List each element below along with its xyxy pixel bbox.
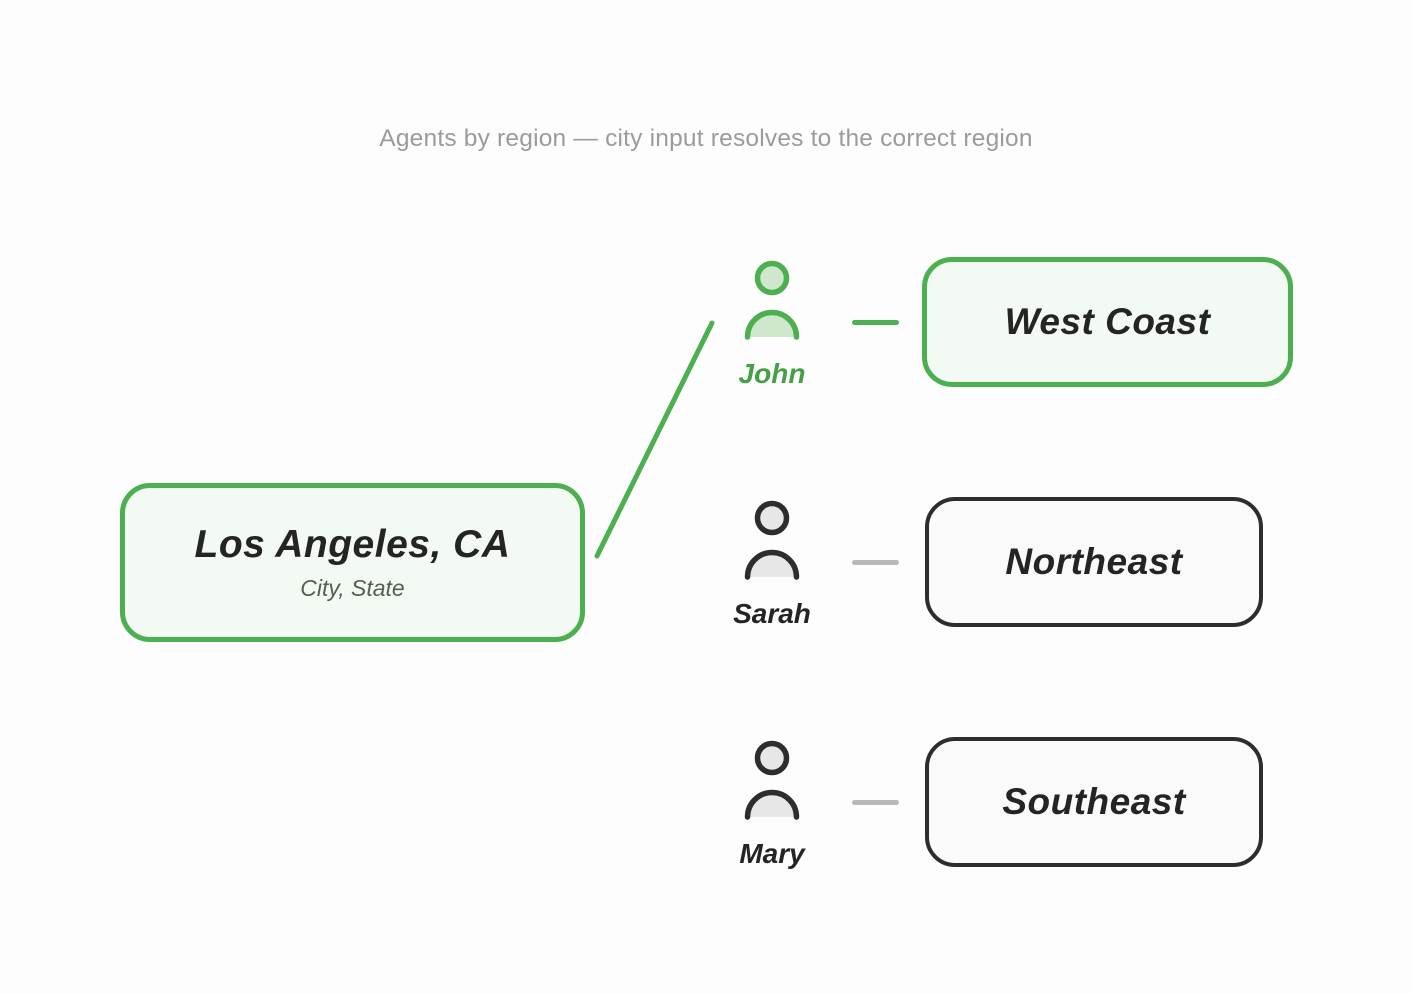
region-label: Northeast [1005, 541, 1183, 582]
person-icon [744, 740, 800, 820]
city-to-agent-edge [594, 320, 715, 559]
agent-region-connector-west [852, 320, 899, 325]
agent-region-connector-northeast [852, 560, 899, 565]
diagram-title: Agents by region — city input resolves t… [379, 125, 1033, 152]
region-label: West Coast [1004, 301, 1211, 342]
region-node-west-coast: West Coast [922, 257, 1293, 387]
region-label: Southeast [1002, 781, 1186, 822]
agent-name: John [738, 358, 806, 389]
agent-mary: Mary [712, 736, 832, 870]
agent-name: Mary [739, 838, 805, 869]
agent-name: Sarah [733, 598, 811, 629]
city-input-node: Los Angeles, CA City, State [120, 483, 585, 642]
agent-region-connector-southeast [852, 800, 899, 805]
person-icon [744, 260, 800, 340]
region-node-northeast: Northeast [925, 497, 1263, 627]
person-icon [744, 500, 800, 580]
city-input-value: Los Angeles, CA [194, 523, 511, 566]
agent-sarah: Sarah [712, 496, 832, 630]
city-input-subtitle: City, State [300, 575, 405, 601]
agent-john: John [712, 256, 832, 390]
region-node-southeast: Southeast [925, 737, 1263, 867]
